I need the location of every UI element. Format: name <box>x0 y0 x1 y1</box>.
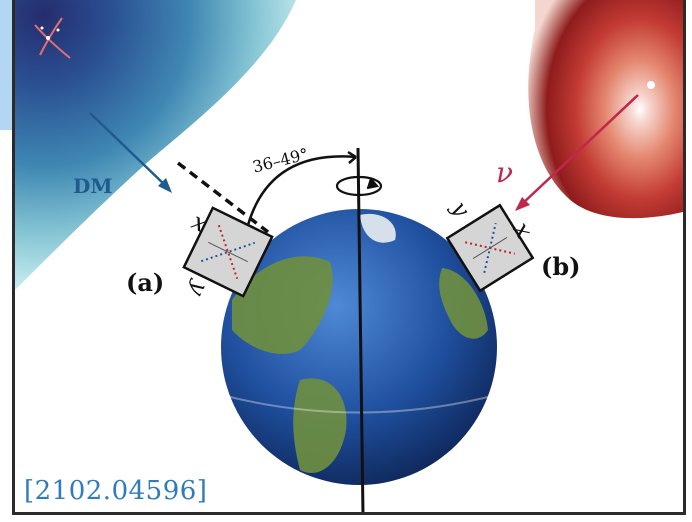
side-tab <box>0 0 14 130</box>
dm-arrow <box>89 112 172 193</box>
detector-a-label: (a) <box>126 268 164 297</box>
angle-label: 36–49° <box>251 144 311 176</box>
earth-globe-icon <box>221 209 497 485</box>
dm-direction-line <box>176 161 270 234</box>
nu-cloud <box>528 0 683 219</box>
detector-a-box <box>182 206 274 298</box>
detector-b-box <box>445 203 535 293</box>
dm-cloud <box>15 0 296 290</box>
nu-label: ν <box>496 156 513 189</box>
angle-arc <box>246 155 357 226</box>
rotation-axis <box>356 147 365 512</box>
nu-arrow <box>515 81 655 211</box>
axis-y-b: y <box>446 197 475 222</box>
citation-label: [2102.04596] <box>24 476 208 506</box>
dm-source-icon <box>34 17 71 59</box>
dm-label: DM <box>73 174 112 198</box>
rotation-arrow-icon <box>335 175 383 197</box>
detector-b-label: (b) <box>541 252 581 281</box>
